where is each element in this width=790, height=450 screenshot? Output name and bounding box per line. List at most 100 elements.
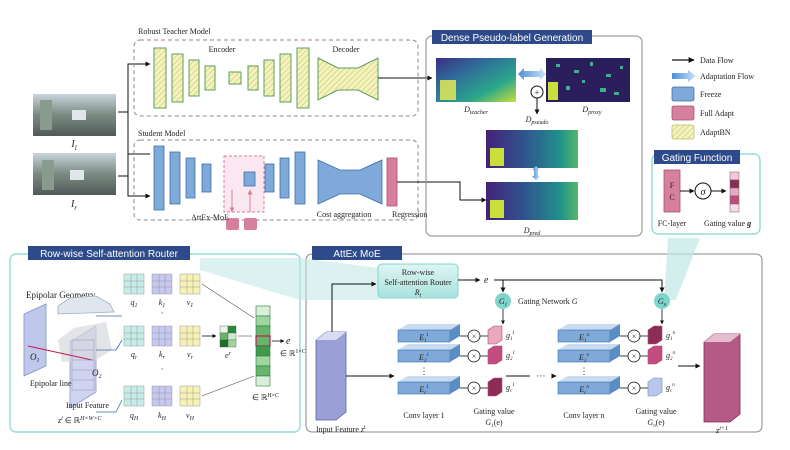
qkv-dots-b: · — [161, 364, 164, 374]
input-to-router-arrow — [331, 281, 377, 342]
fc-layer-block — [663, 169, 681, 213]
e-to-gn-arrow — [494, 279, 665, 293]
conv1-times-c: × — [472, 384, 477, 393]
e1-1-label: E11 — [418, 333, 429, 344]
legend: Data Flow Adaptation Flow Freeze Full Ad… — [671, 56, 754, 140]
legend-freeze: Freeze — [700, 90, 722, 99]
g1-label: G1 — [499, 297, 507, 308]
fc-label-f: F — [670, 181, 675, 190]
conv1-expert-1 — [397, 324, 460, 343]
router-e-dim: ∈ ℝ1×C — [280, 349, 306, 358]
qkv-row-1 — [123, 273, 201, 295]
convn-expert-1 — [557, 324, 620, 343]
input-left-label: Il — [70, 139, 76, 152]
d-proxy-speckle — [556, 62, 623, 95]
teacher-proxy-adapt-arrow — [518, 68, 546, 80]
gating-function-title: Gating Function — [662, 153, 733, 164]
conv1-expert-c — [397, 376, 460, 395]
gn-value-blocks — [640, 325, 663, 397]
d-proxy-label: Dproxy — [581, 105, 602, 116]
d-teacher-label: Dteacher — [463, 105, 488, 116]
conv1-vdots: ⋮ — [420, 366, 429, 376]
input-feature-block — [315, 331, 347, 421]
student-to-pred-arrow — [397, 181, 487, 203]
gvn-line1: Gating value — [635, 407, 677, 416]
gn-2-label: g2n — [666, 351, 676, 362]
gating-value-bar — [729, 171, 740, 213]
kh-label: kH — [158, 411, 167, 422]
input-image-left — [33, 94, 116, 136]
legend-adaptbn-swatch — [671, 124, 695, 140]
gvn-line2: Gn(e) — [647, 418, 664, 429]
legend-full-adapt-swatch — [671, 105, 695, 121]
router-e-label: e — [286, 336, 291, 347]
legend-data-flow: Data Flow — [700, 56, 734, 65]
kr-label: kr — [159, 350, 166, 361]
vr-label: vr — [187, 350, 194, 361]
fc-label-c: C — [669, 193, 674, 202]
row1-to-stack — [201, 283, 255, 319]
regression-block — [386, 157, 398, 207]
d-pseudo-near — [490, 148, 504, 166]
teacher-model-title: Robust Teacher Model — [138, 27, 211, 36]
gating-funnel — [664, 238, 700, 300]
student-model-box — [133, 139, 419, 221]
student-model-title: Student Model — [138, 129, 186, 138]
en-2-label: E2n — [578, 353, 589, 364]
qh-label: qH — [130, 411, 139, 422]
legend-freeze-swatch — [671, 86, 695, 102]
router-input-dim: zi∈ ℝH×W×C — [57, 416, 103, 425]
between-layers-dots: ··· — [537, 371, 546, 381]
cost-aggregation-label: Cost aggregation — [317, 210, 371, 219]
conv1-experts — [397, 324, 460, 395]
k1-label: k1 — [159, 298, 166, 309]
teacher-encoder-blocks — [153, 47, 310, 109]
g1-value-blocks — [480, 325, 503, 397]
conv1-label: Conv layer 1 — [403, 411, 444, 420]
cost-aggregation-block — [317, 159, 383, 205]
g1-2-label: g21 — [506, 351, 515, 362]
d-pseudo-label: Dpseudo — [525, 115, 549, 126]
moe-router-line2: Self-attention Router — [384, 278, 452, 287]
d-pred-near — [490, 200, 504, 218]
e1-c-label: Ec1 — [418, 385, 429, 396]
d-proxy-near — [548, 82, 558, 100]
attex-expert-a — [226, 218, 239, 230]
moe-e-label: e — [484, 275, 489, 286]
en-c-label: Ecn — [578, 385, 589, 396]
fc-layer-label: FC-layer — [658, 219, 687, 228]
convn-vdots: ⋮ — [580, 366, 589, 376]
gn-node — [654, 293, 670, 309]
student-encoder-blocks — [153, 145, 306, 211]
gv1-line2: G1(e) — [485, 418, 502, 429]
qr-label: qr — [131, 350, 138, 361]
convn-times-1: × — [632, 332, 637, 341]
epipolar-geometry-label: Epipolar Geometry — [26, 290, 96, 300]
teacher-decoder-block — [317, 57, 379, 101]
moe-router-symbol: Ri — [414, 288, 422, 299]
en-1-label: E1n — [578, 333, 589, 344]
legend-adaptbn: AdaptBN — [700, 128, 731, 137]
stack-dim-label: ∈ ℝH×C — [252, 393, 279, 402]
gn-c-label: gcn — [666, 383, 675, 394]
moe-panel-title: AttEx MoE — [333, 249, 381, 260]
conv1-times-2: × — [472, 352, 477, 361]
er-label: er — [225, 351, 232, 360]
convn-expert-c — [557, 376, 620, 395]
encoder-label: Encoder — [209, 45, 236, 54]
dense-pseudo-title: Dense Pseudo-label Generation — [441, 33, 583, 44]
moe-panel-header — [312, 246, 402, 260]
epipolar-plane — [58, 322, 112, 362]
moe-router-line1: Row-wise — [402, 268, 435, 277]
output-feature-block — [703, 333, 741, 423]
teacher-model-box — [133, 39, 419, 117]
convn-experts — [557, 324, 620, 395]
g1-1-label: g11 — [506, 331, 515, 342]
moe-router-box — [377, 263, 459, 299]
qkv-row-h — [123, 385, 201, 407]
row-embedding-stack — [255, 305, 271, 387]
convn-times-2: × — [632, 352, 637, 361]
